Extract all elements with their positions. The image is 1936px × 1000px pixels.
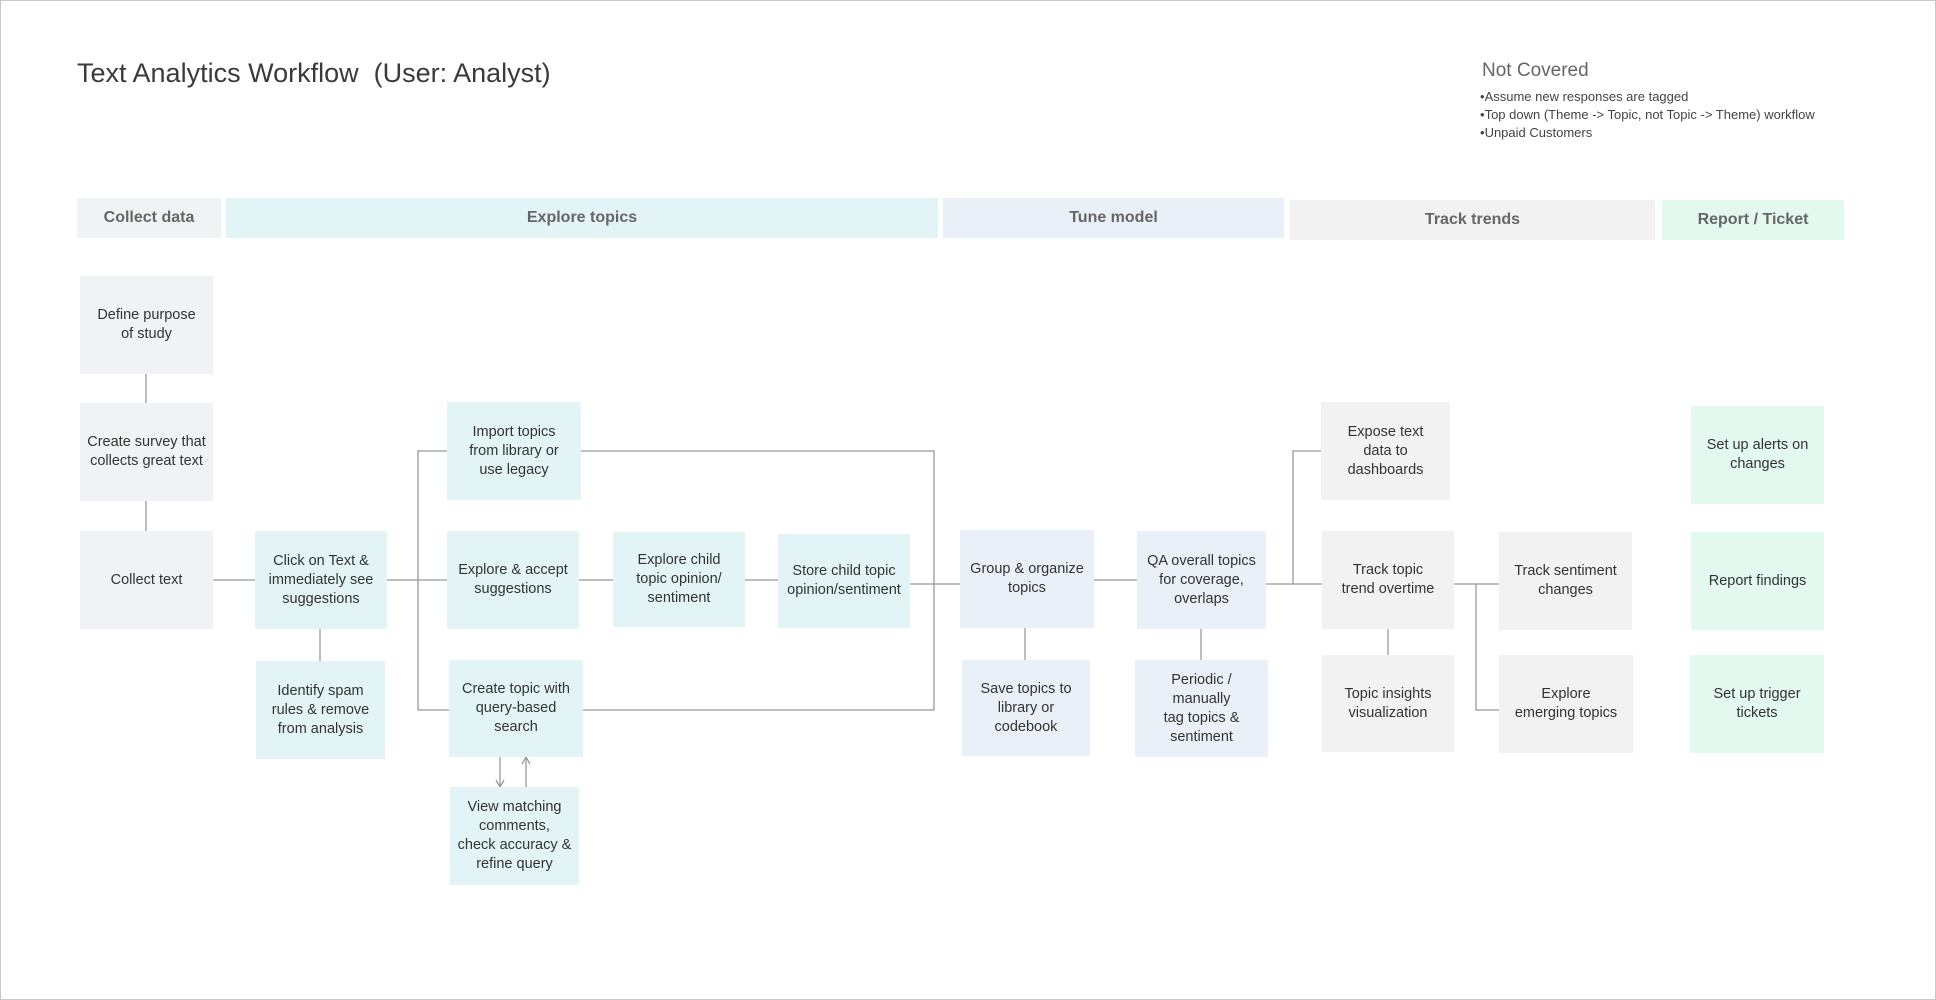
step-group-organize: Group & organize topics <box>960 530 1094 628</box>
stage-explore-topics: Explore topics <box>226 198 938 238</box>
step-click-on-text: Click on Text & immediately see suggesti… <box>255 531 387 629</box>
step-track-sentiment: Track sentiment changes <box>1499 532 1632 630</box>
not-covered-item: Unpaid Customers <box>1480 124 1815 142</box>
step-store-child: Store child topic opinion/sentiment <box>778 534 910 628</box>
step-expose-text: Expose text data to dashboards <box>1321 402 1450 500</box>
step-identify-spam: Identify spam rules & remove from analys… <box>256 661 385 759</box>
not-covered-list: Assume new responses are tagged Top down… <box>1480 88 1815 142</box>
stage-track-trends: Track trends <box>1290 200 1655 240</box>
stage-tune-model: Tune model <box>943 198 1284 238</box>
step-save-topics: Save topics to library or codebook <box>962 660 1090 756</box>
step-view-matching: View matching comments, check accuracy &… <box>450 787 579 885</box>
not-covered-item: Assume new responses are tagged <box>1480 88 1815 106</box>
step-track-topic-trend: Track topic trend overtime <box>1322 531 1454 629</box>
step-setup-tickets: Set up trigger tickets <box>1690 655 1824 753</box>
step-collect-text: Collect text <box>80 531 213 629</box>
stage-collect-data: Collect data <box>77 198 221 238</box>
step-define-purpose: Define purpose of study <box>80 276 213 374</box>
step-periodic-tag: Periodic / manually tag topics & sentime… <box>1135 660 1268 757</box>
not-covered-item: Top down (Theme -> Topic, not Topic -> T… <box>1480 106 1815 124</box>
step-explore-accept: Explore & accept suggestions <box>447 531 579 629</box>
step-report-findings: Report findings <box>1691 532 1824 630</box>
step-explore-child: Explore child topic opinion/ sentiment <box>613 532 745 627</box>
step-create-survey: Create survey that collects great text <box>80 403 213 501</box>
step-setup-alerts: Set up alerts on changes <box>1691 406 1824 504</box>
not-covered-heading: Not Covered <box>1482 60 1589 81</box>
page-title: Text Analytics Workflow (User: Analyst) <box>77 58 551 88</box>
stage-report-ticket: Report / Ticket <box>1662 200 1844 240</box>
step-explore-emerging: Explore emerging topics <box>1499 655 1633 753</box>
step-qa-topics: QA overall topics for coverage, overlaps <box>1137 531 1266 629</box>
step-create-topic-query: Create topic with query-based search <box>449 660 583 757</box>
step-topic-insights: Topic insights visualization <box>1322 655 1454 752</box>
step-import-topics: Import topics from library or use legacy <box>447 402 581 500</box>
